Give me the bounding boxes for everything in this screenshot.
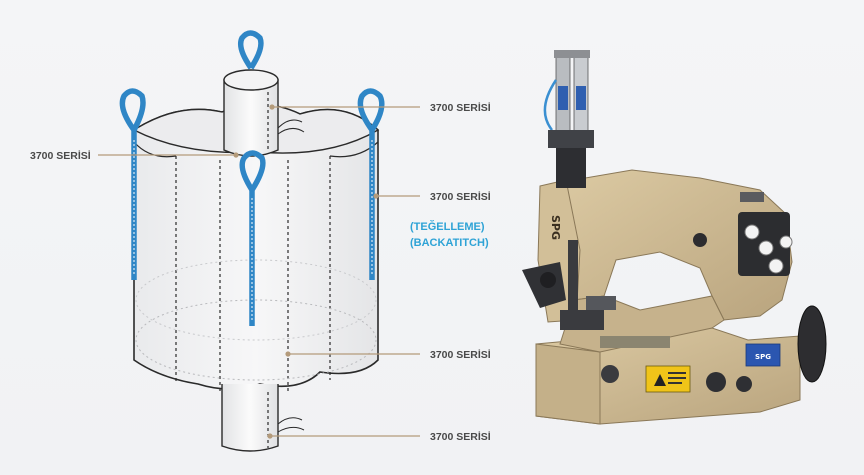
note-line-2: (BACKATITCH) xyxy=(410,237,489,249)
note-line-1: (TEĞELLEME) xyxy=(410,220,485,233)
label-left-middle: 3700 SERİSİ xyxy=(30,149,91,162)
label-top-right: 3700 SERİSİ xyxy=(430,101,491,114)
machine-brand: SPG xyxy=(549,215,562,240)
thread-tension-units xyxy=(738,192,793,276)
hand-wheel xyxy=(797,305,827,383)
fibc-big-bag xyxy=(119,30,385,452)
bag-top-spout xyxy=(223,79,279,157)
nameplate-text: SPG xyxy=(755,353,771,361)
pneumatic-cylinders xyxy=(543,50,594,188)
lifting-loops xyxy=(119,30,385,326)
bag-bottom-spout xyxy=(221,384,279,452)
sewing-machine: SPG xyxy=(522,50,827,425)
needle-assembly xyxy=(522,240,670,348)
label-lower-right: 3700 SERİSİ xyxy=(430,348,491,361)
leader-lines xyxy=(98,104,420,439)
label-right-middle: 3700 SERİSİ xyxy=(430,190,491,203)
machine-nameplate xyxy=(745,343,781,367)
label-bottom-right: 3700 SERİSİ xyxy=(430,430,491,443)
